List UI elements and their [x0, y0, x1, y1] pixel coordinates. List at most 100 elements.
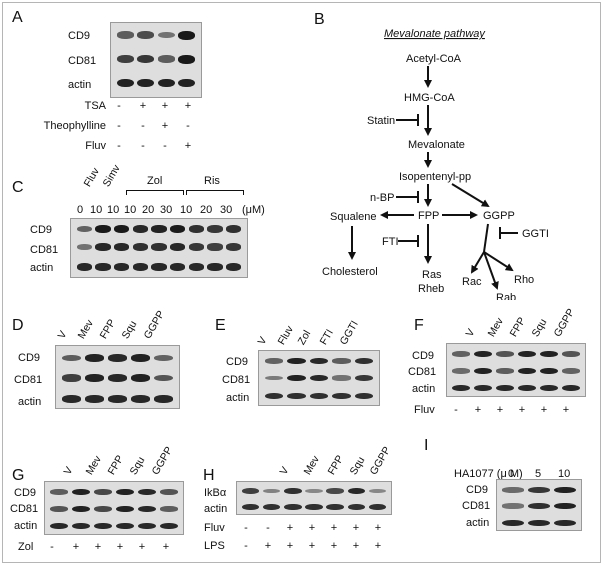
blot-band [137, 78, 155, 88]
blot-band [137, 54, 155, 64]
blot-band [62, 395, 81, 403]
blot-band [539, 367, 558, 375]
blot-band [473, 384, 492, 392]
blot-band [265, 375, 284, 381]
row-label: CD81 [30, 244, 59, 256]
blot-band [108, 374, 127, 382]
blot-band [85, 374, 104, 382]
blot-band [305, 503, 323, 511]
blot-band [554, 486, 576, 494]
blot-band [137, 505, 156, 513]
blot-band [93, 505, 112, 513]
dose-value: 10 [558, 468, 571, 480]
blot-band [151, 243, 167, 251]
blot-band [539, 384, 558, 392]
blot-band [502, 487, 524, 493]
dose-value: 10 [124, 204, 137, 216]
blot-band [115, 488, 134, 496]
blot-band [154, 395, 173, 403]
blot-band [62, 354, 81, 362]
blot-band [137, 522, 156, 530]
blot-band [287, 392, 306, 400]
blot-band [157, 78, 175, 88]
inhibitor-fti: FTI [382, 236, 399, 248]
row-label: CD81 [222, 374, 251, 386]
blot-band [188, 225, 204, 233]
blot-band [226, 243, 242, 251]
blot-band [49, 506, 68, 512]
panel-letter: A [12, 9, 23, 26]
blot-band [347, 487, 365, 495]
node-rac: Rac [462, 276, 482, 288]
treatment-mark: - [244, 522, 248, 534]
blot-band [137, 31, 155, 39]
treatment-mark: + [162, 541, 170, 553]
blot-band [131, 354, 150, 362]
blot-band [265, 392, 284, 400]
panel-letter: E [215, 317, 226, 334]
blot-band [71, 505, 90, 513]
treatment-mark: - [163, 140, 167, 152]
arrow-ipp-to-ggpp [451, 183, 490, 208]
blot-band [517, 367, 536, 375]
blot-band [157, 31, 175, 39]
treatment-mark: - [141, 140, 145, 152]
arrow-ggpp-to-rac [470, 251, 485, 274]
arrow-ggpp-to-rho [483, 251, 514, 272]
blot-band [154, 354, 173, 362]
blot-band [85, 354, 104, 362]
blot-band [502, 519, 524, 527]
blot-band [108, 395, 127, 403]
blot-band [284, 503, 302, 511]
blot-band [561, 368, 580, 374]
arrow-ggpp-to-rab [483, 251, 499, 290]
inhibitor-ggti: GGTI [522, 228, 549, 240]
treatment-mark: + [286, 522, 294, 534]
blot-band [226, 225, 242, 233]
panel-letter: B [314, 11, 325, 28]
panel-letter: I [424, 437, 429, 454]
treatment-mark: + [308, 522, 316, 534]
blot-band [265, 358, 284, 364]
inhibitor-statin: Statin [367, 115, 395, 127]
treatment-mark: - [244, 540, 248, 552]
blot-band [332, 358, 351, 364]
treatment-mark: + [352, 540, 360, 552]
blot-band [170, 263, 186, 271]
dose-value: 0 [507, 468, 515, 480]
blot-band [347, 503, 365, 511]
western-blot-membrane [496, 479, 582, 531]
inhibitor-n-bp: n-BP [370, 192, 394, 204]
panel-letter: C [12, 179, 24, 196]
treatment-mark: + [496, 404, 504, 416]
blot-band [517, 350, 536, 358]
node-hmg-coa: HMG-CoA [404, 92, 455, 104]
treatment-mark: - [50, 541, 54, 553]
treatment-mark: + [474, 404, 482, 416]
row-label: CD81 [10, 503, 39, 515]
node-fpp: FPP [418, 210, 439, 222]
blot-band [85, 395, 104, 403]
node-cholesterol: Cholesterol [322, 266, 378, 278]
blot-band [554, 502, 576, 510]
treatment-mark: - [186, 120, 190, 132]
blot-band [93, 522, 112, 530]
treatment-mark: - [266, 522, 270, 534]
node-rheb: Rheb [418, 283, 444, 295]
treatment-mark: + [540, 404, 548, 416]
western-blot-membrane [258, 350, 380, 406]
blot-band [207, 243, 223, 251]
blot-band [528, 502, 550, 510]
blot-band [76, 225, 92, 233]
treatment-mark: + [518, 404, 526, 416]
mevalonate-pathway-diagram: B Mevalonate pathway Acetyl-CoA HMG-CoA … [314, 11, 549, 300]
blot-band [159, 489, 178, 495]
row-label: actin [226, 392, 250, 404]
treatment-mark: + [352, 522, 360, 534]
blot-band [188, 263, 204, 271]
treatment-mark: + [184, 140, 192, 152]
blot-band [108, 354, 127, 362]
blot-band [170, 225, 186, 233]
blot-band [159, 522, 178, 530]
treatment-mark: - [117, 120, 121, 132]
